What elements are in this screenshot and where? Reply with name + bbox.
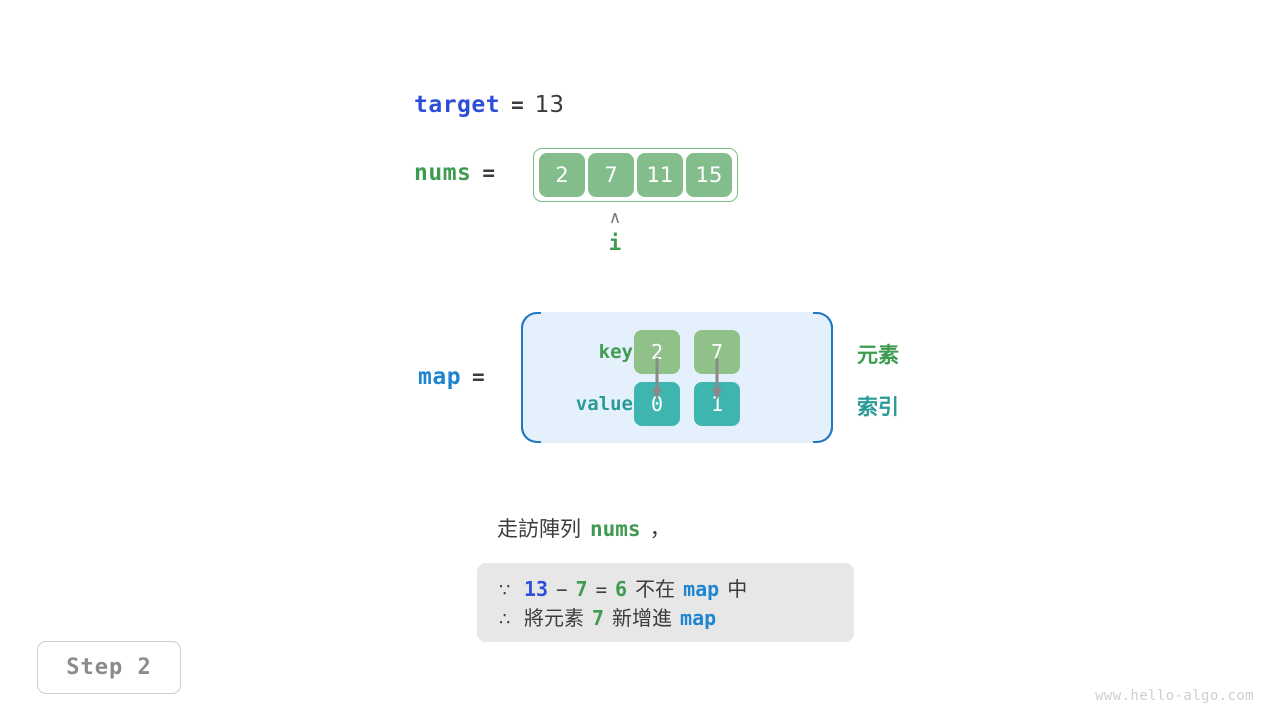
caption-line: 走訪陣列 nums ， <box>497 513 671 543</box>
nums-variable-label: nums <box>414 160 472 186</box>
map-value-cell: 1 <box>694 382 740 426</box>
pointer-label-i: i <box>608 231 622 255</box>
note-insert-into-text: 新增進 <box>612 606 673 630</box>
map-container: key value 2 7 0 1 <box>521 312 833 443</box>
key-to-value-arrow-icon <box>712 358 722 400</box>
key-to-value-arrow-icon <box>652 358 662 400</box>
map-right-bracket <box>813 312 833 443</box>
step-badge: Step 2 <box>37 641 181 694</box>
nums-equals-sign: = <box>482 161 496 185</box>
explanation-row-1: ∵ 13 − 7 = 6 不在 map 中 <box>499 573 832 602</box>
therefore-symbol: ∴ <box>499 609 511 630</box>
map-equals-sign: = <box>472 365 485 389</box>
because-symbol: ∵ <box>499 580 511 601</box>
map-left-bracket <box>521 312 541 443</box>
map-key-row-label: key <box>598 341 633 363</box>
array-outline: 2 7 11 15 <box>533 148 738 202</box>
caption-suffix: ， <box>649 517 671 541</box>
nums-row: nums = <box>414 160 495 186</box>
map-value-cell: 0 <box>634 382 680 426</box>
explanation-box: ∵ 13 − 7 = 6 不在 map 中 ∴ 將元素 7 新增進 map <box>477 563 854 642</box>
explanation-row-2: ∴ 將元素 7 新增進 map <box>499 602 832 631</box>
note-equals-operator: = <box>595 579 608 601</box>
map-variable-label: map <box>418 364 462 390</box>
map-element-side-label: 元素 <box>857 343 899 367</box>
map-index-side-label: 索引 <box>857 395 899 419</box>
target-equals-sign: = <box>511 93 524 117</box>
caption-prefix: 走訪陣列 <box>497 517 581 541</box>
array-cell: 11 <box>637 153 683 197</box>
target-variable-label: target <box>414 92 501 118</box>
target-value: 13 <box>534 92 565 118</box>
note-minus-operator: − <box>556 579 568 601</box>
note-target-value: 13 <box>524 577 549 601</box>
caret-up-icon: ∧ <box>608 208 622 228</box>
note-complement-value: 6 <box>615 577 628 601</box>
array-cell: 2 <box>539 153 585 197</box>
watermark: www.hello-algo.com <box>1095 688 1254 704</box>
target-row: target = 13 <box>414 92 564 118</box>
nums-array: 2 7 11 15 <box>533 148 738 202</box>
index-pointer: ∧ i <box>596 208 634 256</box>
note-added-value: 7 <box>592 606 605 630</box>
map-row: map = <box>418 364 485 390</box>
note-map-keyword: map <box>683 577 720 601</box>
note-current-element: 7 <box>575 577 588 601</box>
caption-code-nums: nums <box>590 517 641 541</box>
note-in-suffix-text: 中 <box>727 577 748 601</box>
note-not-in-text: 不在 <box>635 577 676 601</box>
note-map-keyword: map <box>680 606 717 630</box>
map-value-row-label: value <box>575 393 633 415</box>
array-cell: 7 <box>588 153 634 197</box>
array-cell: 15 <box>686 153 732 197</box>
note-add-element-text: 將元素 <box>524 606 584 630</box>
